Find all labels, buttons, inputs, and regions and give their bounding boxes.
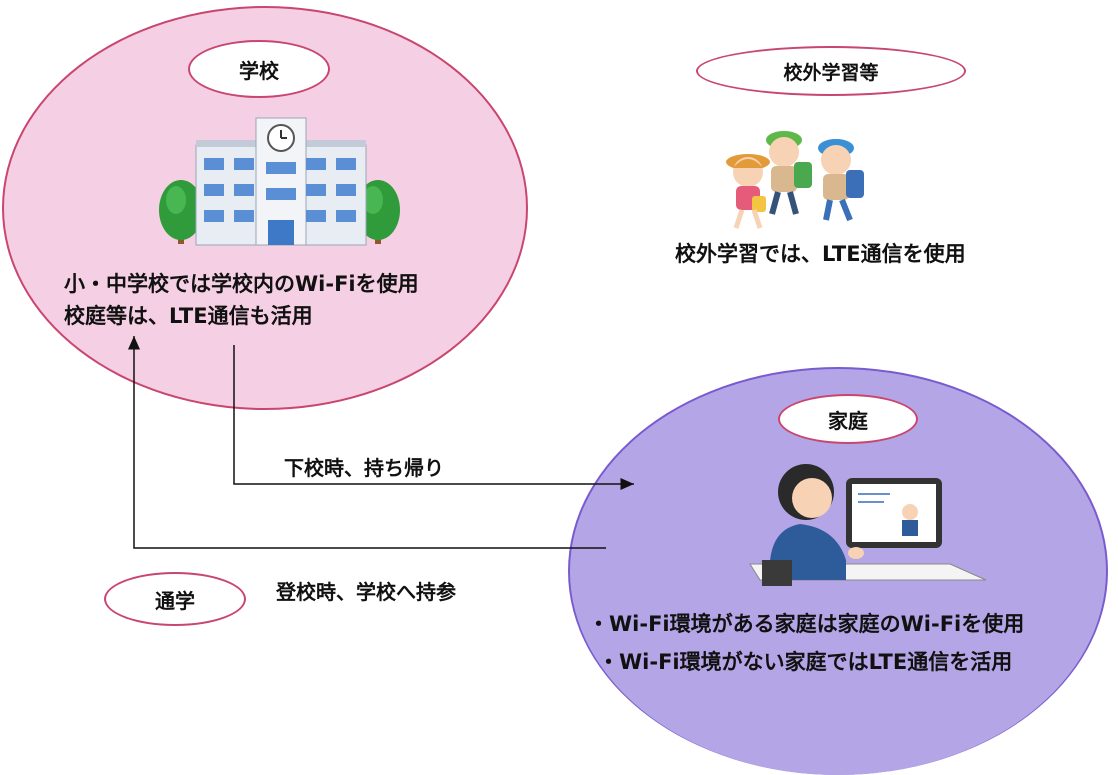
school-building-icon <box>159 117 400 246</box>
commute-label: 通学 <box>104 572 246 626</box>
to-home-arrow <box>233 345 634 490</box>
to-school-text: 登校時、学校へ持参 <box>276 580 456 604</box>
home-text-line2: ・Wi-Fi環境がない家庭ではLTE通信を活用 <box>598 650 1013 674</box>
school-label: 学校 <box>188 40 330 98</box>
school-label-text: 学校 <box>239 58 279 83</box>
home-text-line1: ・Wi-Fi環境がある家庭は家庭のWi-Fiを使用 <box>588 612 1025 636</box>
home-label: 家庭 <box>778 394 918 444</box>
school-text-line2: 校庭等は、LTE通信も活用 <box>64 304 313 328</box>
outside-caption: 校外学習では、LTE通信を使用 <box>675 242 966 266</box>
student-tablet-icon <box>749 464 987 586</box>
to-home-text: 下校時、持ち帰り <box>284 456 444 480</box>
outside-label: 校外学習等 <box>696 46 966 96</box>
outside-label-text: 校外学習等 <box>783 61 879 84</box>
children-walking-icon <box>726 131 864 229</box>
school-text-line1: 小・中学校では学校内のWi-Fiを使用 <box>64 272 419 296</box>
home-label-text: 家庭 <box>828 408 868 433</box>
commute-label-text: 通学 <box>155 588 195 613</box>
to-school-arrow <box>128 336 606 549</box>
